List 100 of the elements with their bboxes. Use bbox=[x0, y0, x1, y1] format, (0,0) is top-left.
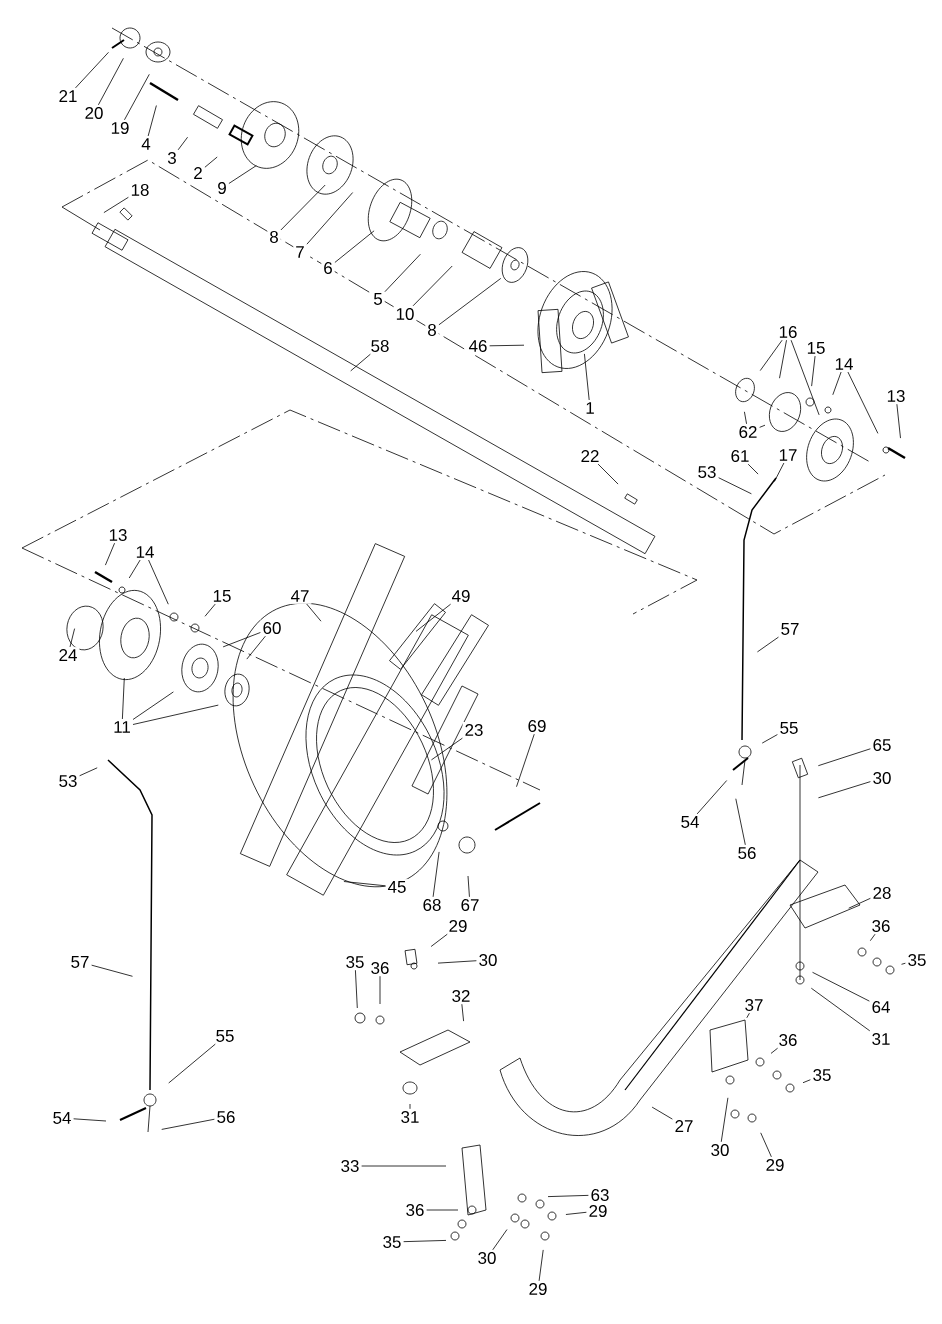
leader-line bbox=[124, 73, 150, 121]
leader-line bbox=[516, 733, 535, 788]
callout-number: 53 bbox=[695, 464, 719, 480]
leader-line bbox=[222, 632, 261, 648]
callout-number: 69 bbox=[525, 718, 549, 734]
callout-number: 58 bbox=[368, 338, 392, 354]
leader-line bbox=[98, 57, 124, 106]
callout-number: 13 bbox=[106, 527, 130, 543]
leader-line bbox=[869, 933, 876, 942]
callout-number: 30 bbox=[708, 1142, 732, 1158]
callout-number: 61 bbox=[728, 448, 752, 464]
leader-line bbox=[746, 1012, 750, 1019]
callout-number: 23 bbox=[462, 722, 486, 738]
leader-line bbox=[69, 628, 75, 648]
callout-number: 65 bbox=[870, 737, 894, 753]
callout-number: 5 bbox=[371, 291, 385, 307]
callout-number: 60 bbox=[260, 620, 284, 636]
leader-line bbox=[148, 559, 169, 605]
callout-number: 22 bbox=[578, 448, 602, 464]
callout-number: 2 bbox=[191, 165, 205, 181]
leader-line bbox=[538, 1249, 544, 1282]
leader-line bbox=[121, 677, 125, 720]
leader-line bbox=[759, 339, 783, 371]
leader-line bbox=[204, 156, 218, 168]
leader-line bbox=[597, 463, 619, 485]
callout-number: 10 bbox=[393, 306, 417, 322]
leader-line bbox=[306, 603, 322, 622]
callout-number: 49 bbox=[449, 588, 473, 604]
leader-line bbox=[812, 971, 870, 1002]
leader-line bbox=[565, 1211, 587, 1215]
leader-line bbox=[818, 781, 871, 799]
callout-number: 29 bbox=[763, 1157, 787, 1173]
leader-line bbox=[438, 278, 502, 326]
callout-number: 17 bbox=[776, 447, 800, 463]
leader-line bbox=[744, 411, 747, 425]
leader-line bbox=[651, 1106, 673, 1120]
callout-number: 64 bbox=[869, 999, 893, 1015]
leader-line bbox=[432, 851, 440, 898]
leader-line bbox=[409, 1103, 411, 1110]
leader-line bbox=[132, 691, 174, 720]
leader-line bbox=[760, 1132, 772, 1158]
leader-line bbox=[810, 987, 871, 1032]
callout-number: 55 bbox=[213, 1028, 237, 1044]
callout-number: 35 bbox=[905, 952, 929, 968]
callout-number: 15 bbox=[804, 340, 828, 356]
leader-line bbox=[403, 1240, 447, 1243]
leader-line bbox=[811, 355, 816, 387]
callout-number: 33 bbox=[338, 1158, 362, 1174]
callout-number: 6 bbox=[321, 260, 335, 276]
leader-line bbox=[426, 1209, 459, 1211]
leader-line bbox=[779, 339, 787, 379]
callout-number: 62 bbox=[736, 424, 760, 440]
leader-line bbox=[802, 1079, 811, 1084]
callout-number: 31 bbox=[398, 1109, 422, 1125]
callout-number: 36 bbox=[368, 960, 392, 976]
callout-number: 30 bbox=[476, 952, 500, 968]
leader-line bbox=[467, 875, 470, 898]
leader-line bbox=[412, 265, 453, 307]
callout-number: 21 bbox=[56, 88, 80, 104]
leader-line bbox=[350, 353, 371, 372]
callout-number: 11 bbox=[111, 719, 133, 735]
callout-number: 13 bbox=[884, 388, 908, 404]
leader-line bbox=[489, 344, 525, 347]
callout-number: 32 bbox=[449, 988, 473, 1004]
callout-number: 19 bbox=[108, 120, 132, 136]
callout-number: 35 bbox=[343, 954, 367, 970]
leader-line bbox=[770, 1047, 778, 1054]
leader-line bbox=[280, 184, 326, 231]
callout-number: 8 bbox=[267, 229, 281, 245]
callout-number: 29 bbox=[586, 1203, 610, 1219]
leader-line bbox=[103, 196, 129, 213]
callout-number: 46 bbox=[466, 338, 490, 354]
callout-number: 18 bbox=[128, 182, 152, 198]
callout-number: 24 bbox=[56, 647, 80, 663]
callout-number: 55 bbox=[777, 720, 801, 736]
leader-line bbox=[492, 1229, 508, 1251]
leader-line bbox=[177, 136, 188, 151]
leader-line bbox=[757, 636, 779, 653]
leader-line bbox=[735, 798, 746, 846]
leader-line bbox=[901, 962, 906, 965]
callout-number: 35 bbox=[380, 1234, 404, 1250]
callout-number: 15 bbox=[210, 588, 234, 604]
callout-number: 53 bbox=[56, 773, 80, 789]
callout-number: 8 bbox=[425, 322, 439, 338]
leader-line bbox=[430, 933, 448, 947]
leader-line bbox=[132, 704, 219, 725]
leader-line bbox=[759, 424, 766, 428]
callout-number: 54 bbox=[50, 1110, 74, 1126]
leader-line bbox=[747, 463, 759, 475]
leader-line bbox=[547, 1194, 589, 1197]
leader-line bbox=[168, 1043, 216, 1084]
callout-number: 1 bbox=[583, 400, 597, 416]
callout-number: 47 bbox=[288, 588, 312, 604]
callout-number: 30 bbox=[475, 1250, 499, 1266]
callout-number: 67 bbox=[458, 897, 482, 913]
callout-number: 37 bbox=[742, 997, 766, 1013]
callout-number: 31 bbox=[869, 1031, 893, 1047]
callout-number: 54 bbox=[678, 814, 702, 830]
callout-number: 29 bbox=[446, 918, 470, 934]
callout-number: 4 bbox=[139, 136, 153, 152]
